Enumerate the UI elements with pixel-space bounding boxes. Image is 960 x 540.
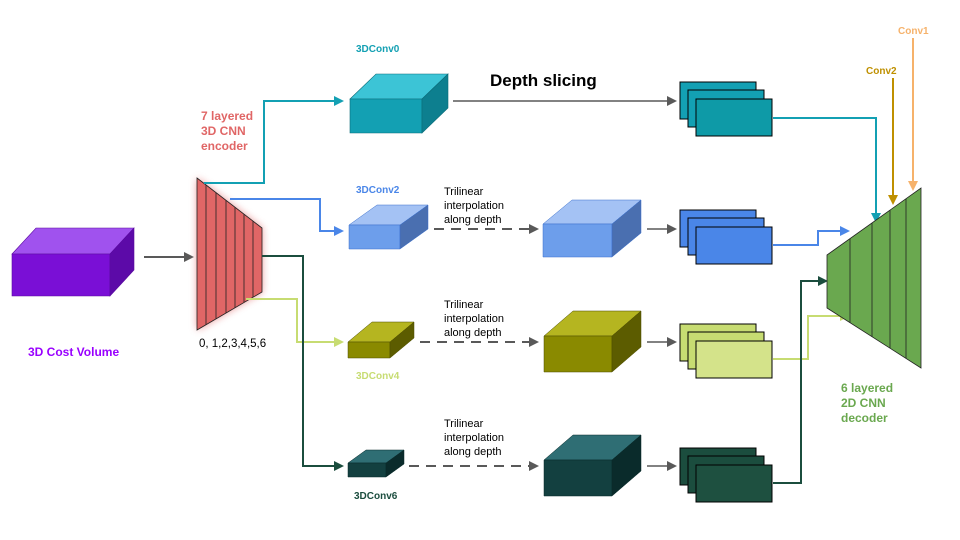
conv2-cuboid xyxy=(348,204,429,250)
interpolated-conv6-cuboid xyxy=(543,434,642,497)
arrow-icon xyxy=(246,298,344,347)
arrow-icon xyxy=(773,311,850,360)
encoder-label: 7 layered 3D CNN encoder xyxy=(201,109,256,153)
arrow-icon xyxy=(230,198,344,236)
conv6-slices xyxy=(679,447,773,503)
conv2-slices xyxy=(679,209,773,265)
conv0-cuboid xyxy=(349,73,449,134)
cost-volume-label: 3D Cost Volume xyxy=(28,345,119,359)
decoder-label: 6 layered 2D CNN decoder xyxy=(841,381,896,425)
conv4-cuboid xyxy=(347,321,415,359)
conv6-cuboid xyxy=(347,449,405,478)
cost-volume-cuboid xyxy=(11,227,135,297)
conv2-label: 3DConv2 xyxy=(356,185,400,196)
encoder-trapezoid xyxy=(196,177,263,331)
conv0-label: 3DConv0 xyxy=(356,44,400,55)
trilinear-label-conv6: Trilinear interpolation along depth xyxy=(444,418,507,458)
arrow-icon xyxy=(773,226,850,246)
arrow-icon xyxy=(773,117,881,223)
decoder-trapezoid xyxy=(826,187,922,369)
interpolated-conv4-cuboid xyxy=(543,310,642,373)
arrow-icon xyxy=(204,96,344,184)
conv0-slices xyxy=(679,81,773,137)
encoder-indices-label: 0, 1,2,3,4,5,6 xyxy=(199,338,266,350)
trilinear-label-conv4: Trilinear interpolation along depth xyxy=(444,299,507,339)
depth-slicing-title: Depth slicing xyxy=(490,71,597,90)
arrow-icon xyxy=(773,276,828,484)
conv1-label: Conv1 xyxy=(898,26,929,37)
conv2-2d-label: Conv2 xyxy=(866,66,897,77)
trilinear-label-conv2: Trilinear interpolation along depth xyxy=(444,186,507,226)
arrow-icon xyxy=(262,255,344,471)
conv6-label: 3DConv6 xyxy=(354,491,398,502)
interpolated-conv2-cuboid xyxy=(542,199,642,258)
conv4-slices xyxy=(679,323,773,379)
conv4-label: 3DConv4 xyxy=(356,371,400,382)
